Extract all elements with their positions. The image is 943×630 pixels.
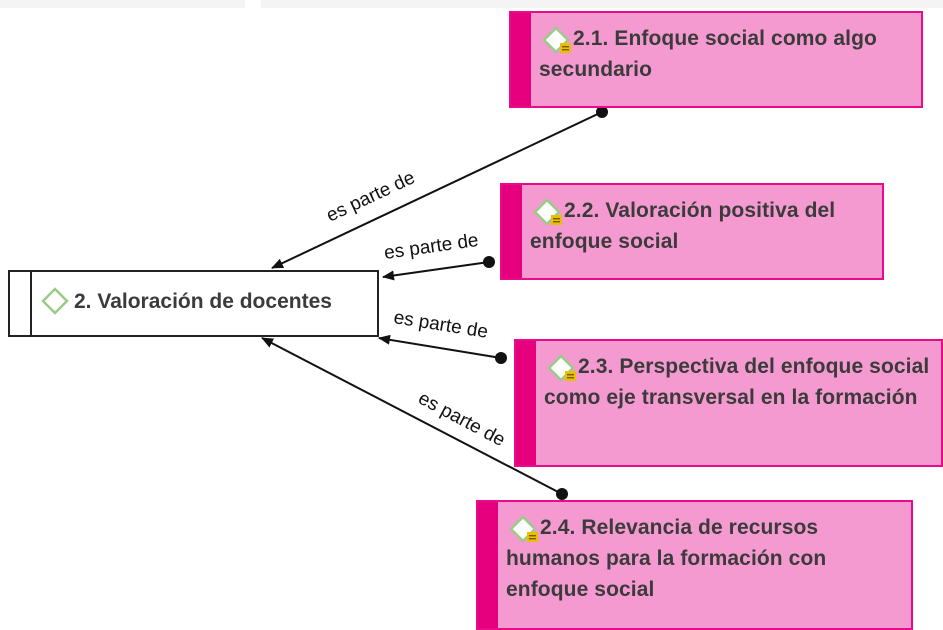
code-node-bar (511, 13, 531, 106)
top-strip (0, 0, 943, 8)
code-node-2-1[interactable]: 2.1. Enfoque social como algo secundario (509, 11, 923, 108)
link-2-3-endpoint (495, 352, 507, 364)
link-2-4-endpoint (556, 488, 568, 500)
code-node-bar (502, 185, 522, 278)
code-node-bar (516, 341, 536, 465)
diamond-code-icon (542, 26, 571, 54)
link-2-3[interactable] (378, 334, 502, 359)
memo-badge-icon (527, 532, 538, 542)
diamond-code-icon (509, 515, 538, 543)
memo-badge-icon (551, 215, 562, 225)
root-node-label: 2. Valoración de docentes (74, 290, 332, 313)
code-node-bar (478, 502, 498, 628)
code-node-2-2[interactable]: 2.2. Valoración positiva del enfoque soc… (500, 183, 884, 280)
code-node-label: 2.3. Perspectiva del enfoque social como… (544, 355, 930, 409)
memo-badge-icon (560, 43, 571, 53)
root-node-bar (10, 272, 32, 335)
code-node-2-4[interactable]: 2.4. Relevancia de recursos humanos para… (476, 500, 913, 630)
link-2-2-label: es parte de (383, 230, 480, 264)
diamond-code-icon (41, 287, 69, 315)
code-node-label: 2.1. Enfoque social como algo secundario (539, 27, 877, 81)
code-node-label: 2.2. Valoración positiva del enfoque soc… (530, 199, 836, 253)
diamond-code-icon (547, 354, 576, 382)
link-2-1[interactable] (271, 111, 603, 269)
diamond-code-icon (533, 198, 562, 226)
link-2-4[interactable] (261, 337, 563, 495)
link-2-1-label: es parte de (323, 167, 418, 226)
link-2-2-endpoint (483, 256, 495, 268)
code-node-2-3[interactable]: 2.3. Perspectiva del enfoque social como… (514, 339, 943, 467)
code-node-label: 2.4. Relevancia de recursos humanos para… (506, 516, 827, 601)
link-2-2[interactable] (382, 261, 490, 281)
link-2-3-label: es parte de (392, 307, 489, 343)
link-2-1-endpoint (596, 106, 608, 118)
memo-badge-icon (565, 371, 576, 381)
root-node[interactable]: 2. Valoración de docentes (8, 270, 379, 337)
